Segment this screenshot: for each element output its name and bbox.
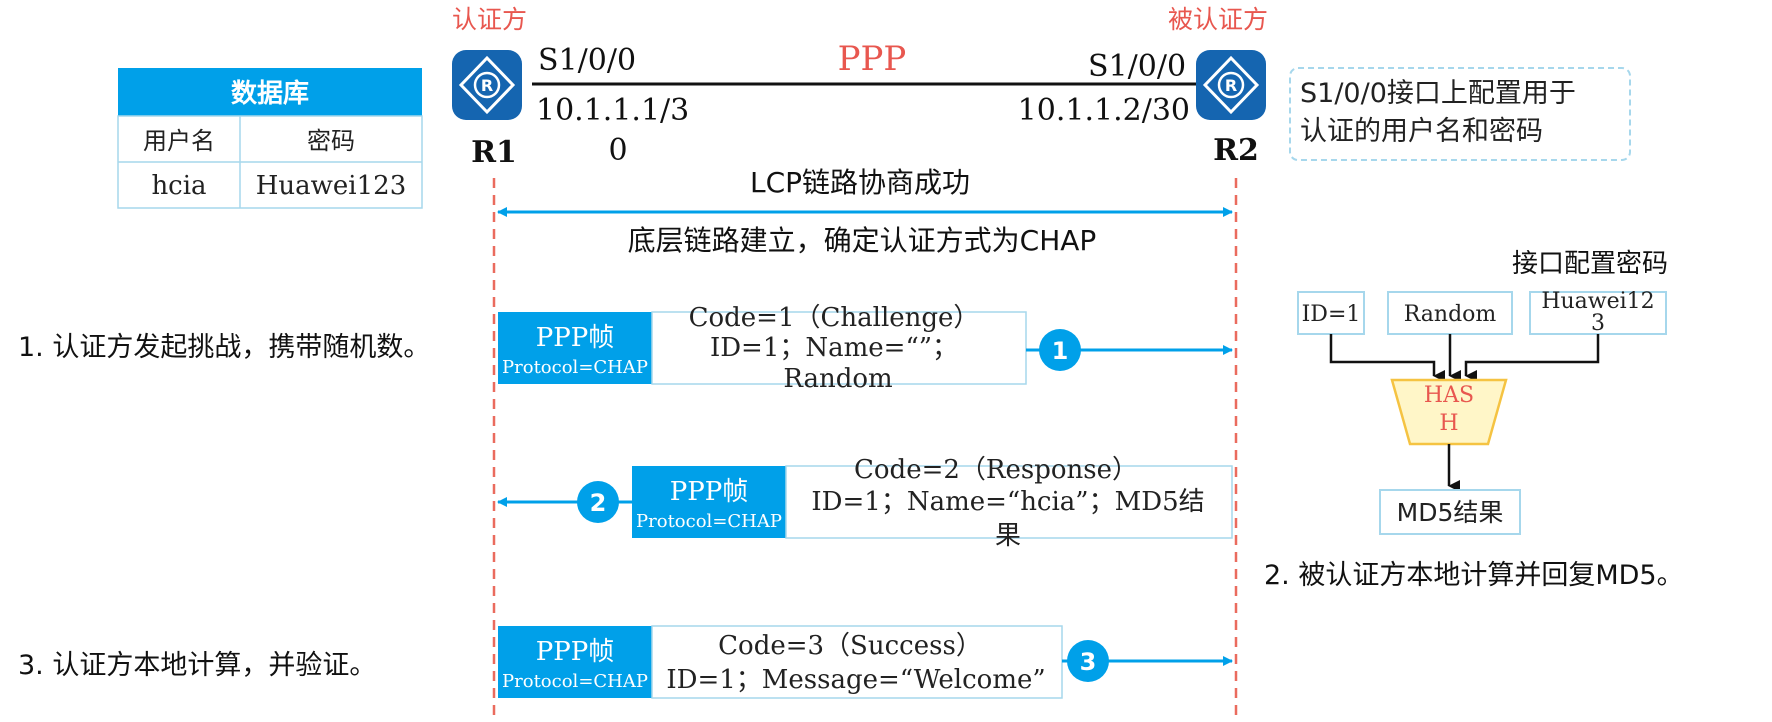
frame-title: PPP帧 [536, 637, 614, 667]
frame-title: PPP帧 [670, 477, 748, 507]
ppp-label: PPP [838, 39, 907, 79]
frame-protocol: Protocol=CHAP [636, 511, 782, 532]
lcp-success-label: LCP链路协商成功 [750, 166, 970, 199]
router-r2: R [1196, 50, 1266, 120]
hash-function-box [1390, 378, 1508, 446]
step2-label: 2. 被认证方本地计算并回复MD5。 [1264, 560, 1684, 591]
message-line: Random [783, 364, 892, 394]
r1-ip-line2: 0 [608, 133, 627, 168]
frame-protocol: Protocol=CHAP [502, 357, 648, 378]
step1-label: 1. 认证方发起挑战，携带随机数。 [18, 332, 430, 363]
message-3-success: PPP帧 Protocol=CHAP Code=3（Success） ID=1；… [498, 625, 1233, 699]
router-icon-letter: R [481, 76, 493, 95]
r2-interface: S1/0/0 [1088, 49, 1186, 84]
step-number-badge [1039, 329, 1081, 371]
md5-result-text: MD5结果 [1397, 498, 1504, 527]
database-cell-password: Huawei123 [256, 171, 407, 201]
message-1-challenge: PPP帧 Protocol=CHAP Code=1（Challenge） ID=… [498, 303, 1233, 394]
step3-label: 3. 认证方本地计算，并验证。 [18, 650, 376, 681]
router-r1: R [452, 50, 522, 120]
hash-input-password-line2: 3 [1591, 311, 1605, 336]
message-line: Code=1（Challenge） [689, 303, 980, 333]
lcp-chap-label: 底层链路建立，确定认证方式为CHAP [628, 224, 1097, 257]
hash-input-id [1297, 291, 1365, 335]
authenticatee-label: 被认证方 [1168, 5, 1268, 34]
connector [1464, 334, 1600, 382]
router-icon-letter: R [1225, 76, 1237, 95]
md5-result-box [1379, 489, 1521, 535]
step-number-badge [1067, 640, 1109, 682]
r2-label: R2 [1213, 133, 1259, 168]
connector [1329, 334, 1445, 382]
hash-caption: 接口配置密码 [1512, 249, 1668, 279]
hash-label-line1: HAS [1424, 383, 1474, 408]
message-line: Code=3（Success） [718, 631, 982, 661]
message-2-response: PPP帧 Protocol=CHAP Code=2（Response） ID=1… [497, 455, 1233, 551]
message-line: ID=1；Name=“hcia”；MD5结 [811, 487, 1204, 517]
message-line: Code=2（Response） [854, 455, 1138, 485]
message-line: ID=1；Name=“”； [710, 333, 958, 363]
hash-input-password-line1: Huawei12 [1541, 289, 1654, 314]
step-number: 3 [1080, 648, 1097, 676]
database-header-username: 用户名 [143, 127, 215, 155]
hash-input-random [1387, 291, 1513, 335]
frame-protocol: Protocol=CHAP [502, 671, 648, 692]
interface-config-note: S1/0/0接口上配置用于 认证的用户名和密码 [1289, 67, 1631, 161]
r2-ip: 10.1.1.2/30 [1018, 93, 1190, 128]
database-table: 数据库 用户名 密码 hcia Huawei123 [117, 68, 423, 209]
frame-title: PPP帧 [536, 323, 614, 353]
message-line: 果 [995, 521, 1021, 551]
hash-diagram: 接口配置密码 ID=1 Random Huawei12 3 HAS H MD5结… [1297, 249, 1668, 535]
database-cell-username: hcia [151, 171, 206, 201]
note-line1: S1/0/0接口上配置用于 [1300, 78, 1576, 109]
step-number: 1 [1052, 337, 1069, 365]
database-header-password: 密码 [307, 127, 355, 155]
hash-input-random-text: Random [1404, 302, 1497, 327]
r1-label: R1 [471, 135, 517, 170]
step-number: 2 [590, 489, 607, 517]
hash-label-line2: H [1439, 411, 1458, 436]
hash-input-password [1529, 291, 1667, 335]
hash-input-id-text: ID=1 [1302, 302, 1361, 327]
step-number-badge [577, 481, 619, 523]
message-line: ID=1；Message=“Welcome” [666, 665, 1045, 695]
r1-ip-line1: 10.1.1.1/3 [536, 93, 689, 128]
database-title: 数据库 [231, 79, 309, 109]
note-line2: 认证的用户名和密码 [1300, 116, 1543, 147]
r1-interface: S1/0/0 [538, 43, 636, 78]
authenticator-label: 认证方 [452, 5, 527, 34]
